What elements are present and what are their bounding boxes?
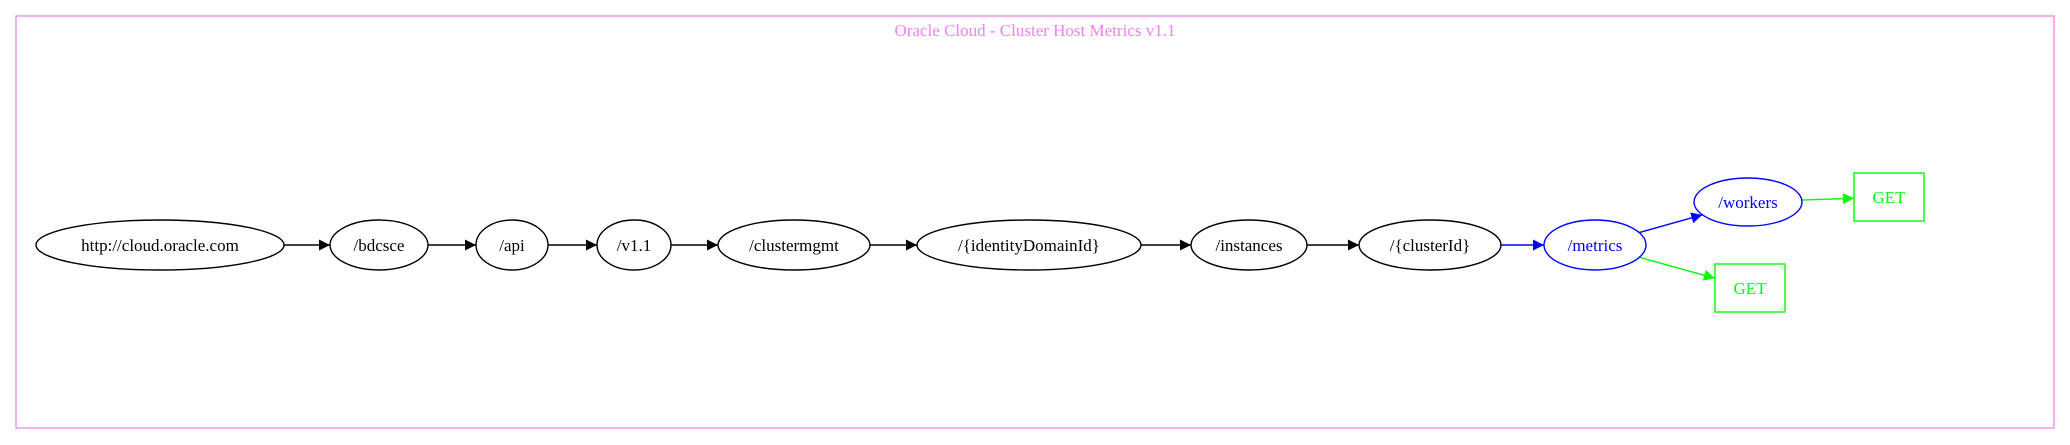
node-label: /workers — [1718, 193, 1777, 212]
node-v11: /v1.1 — [596, 219, 672, 271]
node-root: http://cloud.oracle.com — [35, 219, 285, 271]
path-ellipse — [475, 219, 549, 271]
node-api: /api — [475, 219, 549, 271]
node-instances: /instances — [1190, 219, 1308, 271]
node-cluster: /{clusterId} — [1358, 219, 1502, 271]
node-label: /api — [499, 236, 525, 255]
node-clustermgmt: /clustermgmt — [717, 219, 871, 271]
path-ellipse — [35, 219, 285, 271]
node-label: /bdcsce — [354, 236, 405, 255]
node-label: /clustermgmt — [749, 236, 839, 255]
path-ellipse — [1190, 219, 1308, 271]
node-identity: /{identityDomainId} — [916, 219, 1142, 271]
method-box — [1714, 263, 1786, 313]
path-ellipse — [916, 219, 1142, 271]
node-label: GET — [1733, 279, 1767, 298]
node-layer: http://cloud.oracle.com/bdcsce/api/v1.1 /… — [35, 172, 1925, 313]
node-label: /{identityDomainId} — [958, 236, 1100, 255]
node-label: http://cloud.oracle.com — [81, 236, 239, 255]
node-metrics: /metrics — [1543, 219, 1647, 271]
path-ellipse — [1543, 219, 1647, 271]
node-label: /metrics — [1568, 236, 1623, 255]
path-ellipse — [1358, 219, 1502, 271]
edge-layer — [284, 193, 1855, 281]
node-get_workers: GET — [1853, 172, 1925, 222]
node-label: /v1.1 — [617, 236, 651, 255]
cluster-frame — [15, 15, 2055, 429]
node-label: GET — [1872, 188, 1906, 207]
node-workers: /workers — [1693, 177, 1803, 227]
method-box — [1853, 172, 1925, 222]
path-ellipse — [717, 219, 871, 271]
edge-metrics-to-workers — [1639, 212, 1703, 234]
diagram-title: Oracle Cloud - Cluster Host Metrics v1.1 — [895, 21, 1176, 40]
node-label: /instances — [1215, 236, 1282, 255]
edge-metrics-to-get_metrics — [1639, 256, 1716, 281]
path-ellipse — [329, 219, 429, 271]
path-ellipse — [1693, 177, 1803, 227]
node-get_metrics: GET — [1714, 263, 1786, 313]
node-label: /{clusterId} — [1390, 236, 1471, 255]
edge-workers-to-get_workers — [1801, 193, 1855, 205]
node-bdcsce: /bdcsce — [329, 219, 429, 271]
path-ellipse — [596, 219, 672, 271]
